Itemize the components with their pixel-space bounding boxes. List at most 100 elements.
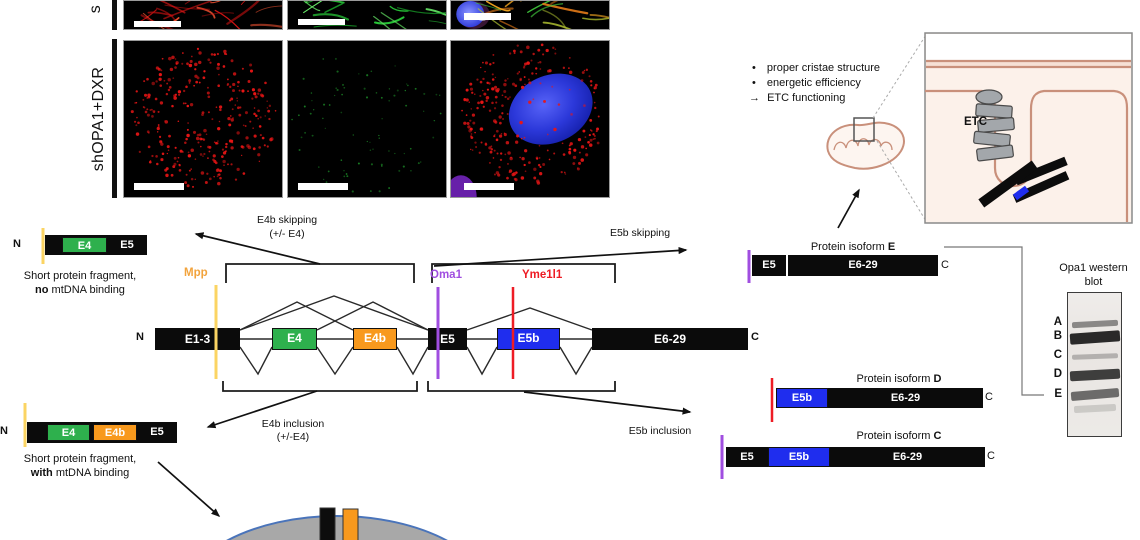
band-c <box>1071 353 1119 360</box>
bullet-glyph: • <box>752 77 756 89</box>
isoform-c-e5-box: E5 <box>726 447 768 467</box>
isoform-e-to-blot-connector <box>944 246 1044 396</box>
fragment-with-caption-rest: mtDNA binding <box>52 467 130 479</box>
isoform-c-e629-label: E6-29 <box>892 451 923 463</box>
fragment-no-caption-2: no mtDNA binding <box>6 284 154 297</box>
isoform-e-letter: E <box>887 241 896 253</box>
arrow-e5b-inclusion <box>523 391 692 415</box>
band-d <box>1069 368 1121 382</box>
isoform-c-title: Protein isoform C <box>833 430 965 442</box>
fragment-no-e4: E4 <box>62 237 107 253</box>
isoform-e-e629-label: E6-29 <box>848 259 878 271</box>
e5b-inclusion-label: E5b inclusion <box>628 425 692 437</box>
fragment-with-e5: E5 <box>150 426 164 438</box>
micrograph-row1-green <box>287 0 447 30</box>
isoform-e-e5-label: E5 <box>762 259 776 271</box>
corner-cell-blob <box>451 175 477 197</box>
micrograph-row2-green <box>287 40 447 198</box>
fragment-no-bar: E4 E5 <box>45 235 147 255</box>
red-puncta-image <box>130 47 277 188</box>
exon-e5b: E5b <box>497 328 560 350</box>
arrow-to-mitochondrion <box>837 188 860 229</box>
etc-complexes <box>973 89 1015 162</box>
splice-lines-upper <box>239 295 593 331</box>
flow-arrows <box>157 188 860 517</box>
isoform-d-title: Protein isoform D <box>833 373 965 385</box>
fragment-with-bar: E4 E4b E5 <box>27 422 177 443</box>
fragment-no-e5: E5 <box>120 239 134 251</box>
etc-label: ETC <box>964 116 987 128</box>
isoform-e-title-text: Protein isoform <box>810 241 888 253</box>
fragment-with-caption-2: with mtDNA binding <box>4 467 156 480</box>
band-a <box>1071 319 1119 329</box>
isoform-d-c-label: C <box>985 391 993 403</box>
western-title-line2: blot <box>1084 276 1103 288</box>
bracket-e4-region-bottom <box>222 381 418 392</box>
mitochondrion-drawing <box>826 34 927 222</box>
western-letter-d: D <box>1053 368 1062 380</box>
micrograph-row2-merge <box>450 40 610 198</box>
fragment-with-n-label: N <box>0 425 8 437</box>
micrograph-row2-red <box>123 40 283 198</box>
opa1-oligomer-bars <box>978 156 1070 208</box>
scale-bar <box>298 19 345 25</box>
opa1-blue-segment <box>1012 185 1030 201</box>
fragment-no-caption-1: Short protein fragment, <box>23 270 137 282</box>
isoform-c-letter: C <box>933 430 942 442</box>
scale-bar <box>134 21 181 27</box>
isoform-e-e629-box: E6-29 <box>788 255 938 276</box>
nucleoid-orange-protein-bar <box>342 508 359 540</box>
bullet-item-2: • energetic efficiency <box>752 77 952 90</box>
isoform-d-e5b-box: E5b <box>776 388 828 408</box>
exon-e6-29: E6-29 <box>592 328 748 350</box>
fragment-no-caption-bold: no <box>35 284 49 296</box>
cristae-inset-drawing <box>924 32 1133 224</box>
band-smear <box>1073 403 1117 414</box>
western-letter-b: B <box>1053 330 1062 342</box>
exon-e1-3: E1-3 <box>155 328 240 350</box>
bullet-2-text: energetic efficiency <box>766 77 861 89</box>
splice-lines-lower <box>239 346 593 376</box>
arrow-e5b-skipping <box>433 246 688 267</box>
western-letter-a: A <box>1053 316 1062 328</box>
isoform-c-title-text: Protein isoform <box>856 430 934 442</box>
arrow-to-nucleoid <box>157 461 221 517</box>
exon-e5: E5 <box>428 328 467 350</box>
western-letter-e: E <box>1054 388 1062 400</box>
exon-e4b: E4b <box>353 328 397 350</box>
micrograph-row1-red <box>123 0 283 30</box>
green-filaments-image <box>303 1 446 29</box>
bullet-item-3: → ETC functioning <box>749 92 949 105</box>
zoom-region-box <box>853 117 875 142</box>
fragment-with-caption-1: Short protein fragment, <box>23 453 137 465</box>
western-blot-lane <box>1067 292 1122 437</box>
bracket-e5-region-top <box>431 263 616 283</box>
fragment-with-e4b: E4b <box>93 424 137 441</box>
right-arrow-glyph: → <box>749 92 760 104</box>
mtdna-nucleoid-drawing <box>226 507 448 540</box>
e5b-skipping-label: E5b skipping <box>609 227 671 239</box>
nucleoid-black-protein-bar <box>319 507 336 540</box>
bullet-glyph: • <box>752 62 756 74</box>
mpp-label: Mpp <box>184 267 208 279</box>
micrograph-row1-merge <box>450 0 610 30</box>
western-title-line1: Opa1 western <box>1059 262 1128 274</box>
isoform-e-e5-box: E5 <box>752 255 786 276</box>
zoom-guide-top <box>872 34 927 119</box>
e4b-inclusion-sublabel: (+/-E4) <box>276 431 310 443</box>
isoform-d-e629-label: E6-29 <box>890 392 921 404</box>
band-b <box>1069 330 1121 345</box>
gene-c-terminus-label: C <box>751 331 759 343</box>
isoform-d-title-text: Protein isoform <box>856 373 934 385</box>
gene-n-terminus-label: N <box>136 331 144 343</box>
arrow-e4b-inclusion <box>206 390 318 429</box>
zoom-guide-bottom <box>876 140 927 222</box>
isoform-c-c-label: C <box>987 450 995 462</box>
bullet-item-1: • proper cristae structure <box>752 62 952 75</box>
fragment-with-e4: E4 <box>47 424 90 441</box>
fragment-no-n-label: N <box>13 238 21 250</box>
bracket-e5-region-bottom <box>427 381 616 392</box>
isoform-d-letter: D <box>933 373 942 385</box>
